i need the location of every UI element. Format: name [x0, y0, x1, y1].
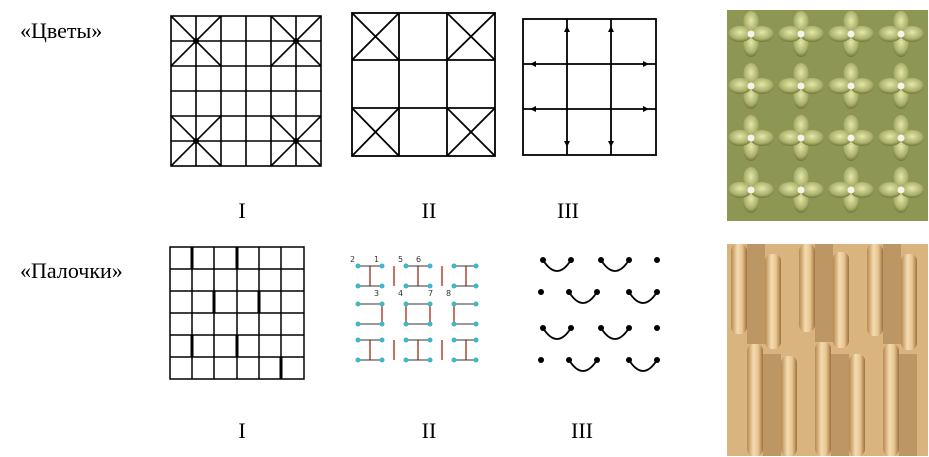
row-title-flowers: «Цветы»: [20, 18, 102, 44]
diagram-number: 5: [398, 255, 403, 264]
diagram-number: 3: [374, 289, 379, 298]
diagram-number: 4: [398, 289, 403, 298]
numeral-flowers-3: III: [538, 198, 598, 224]
flowers-diagram-3: [522, 18, 657, 156]
diagram-number: 6: [416, 255, 421, 264]
flowers-photo: [727, 10, 928, 221]
sticks-diagram-1: [169, 246, 305, 380]
diagram-number: 2: [350, 255, 355, 264]
numeral-flowers-1: I: [212, 198, 272, 224]
sticks-diagram-3: [535, 248, 661, 376]
diagram-number: 8: [446, 289, 451, 298]
numeral-sticks-2: II: [399, 418, 459, 444]
numeral-sticks-1: I: [212, 418, 272, 444]
diagram-number: 7: [428, 289, 433, 298]
sticks-photo: [727, 244, 928, 456]
diagram-number: 1: [374, 255, 379, 264]
numeral-flowers-2: II: [399, 198, 459, 224]
flowers-diagram-1: [170, 15, 322, 167]
numeral-sticks-3: III: [552, 418, 612, 444]
sticks-diagram-2: 2 1 5 6 3 4 7 8: [346, 252, 486, 382]
flowers-diagram-2: [351, 12, 496, 157]
row-title-sticks: «Палочки»: [20, 258, 123, 284]
